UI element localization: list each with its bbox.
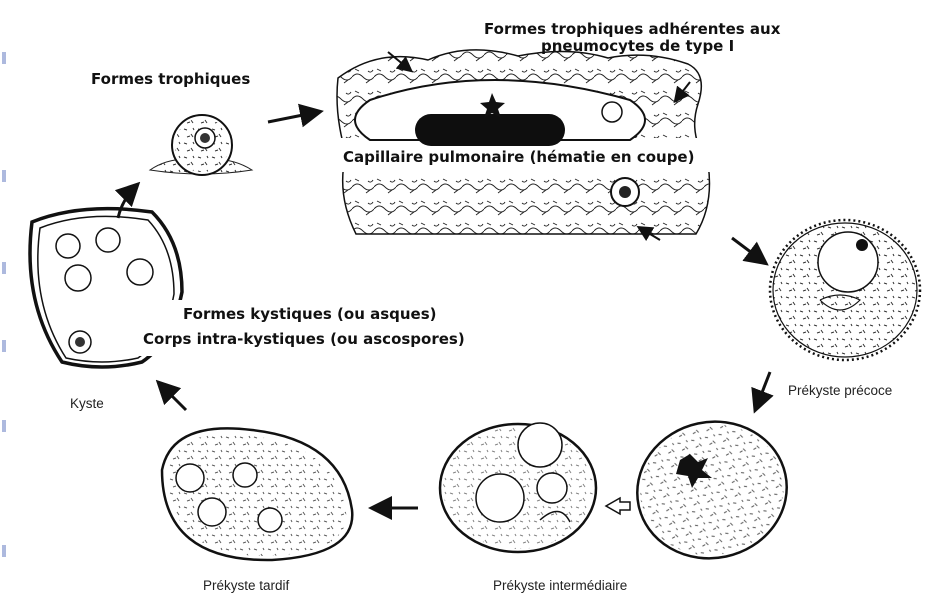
arrow-tissue-to-early: [732, 238, 764, 262]
label-early-precyst: Prékyste précoce: [788, 383, 892, 398]
late-precyst-cell: [162, 428, 352, 560]
early-precyst-cell: [770, 220, 920, 360]
arrow-trophic-to-tissue: [268, 112, 318, 122]
label-adherent-forms-line1: Formes trophiques adhérentes aux: [484, 20, 780, 38]
label-trophic-forms: Formes trophiques: [91, 70, 250, 88]
trophic-form-cell: [150, 115, 252, 175]
arrow-early-to-next: [756, 372, 770, 408]
label-late-precyst: Prékyste tardif: [203, 578, 289, 593]
arrow-late-to-cyst: [160, 384, 186, 410]
intermediate-precyst-cell: [440, 423, 596, 552]
label-cystic-forms: Formes kystiques (ou asques): [183, 305, 437, 323]
label-capillary: Capillaire pulmonaire (hématie en coupe): [343, 148, 694, 166]
lung-tissue-section: [337, 50, 730, 240]
arrow-open-to-intermediate: [606, 498, 630, 514]
label-cyst: Kyste: [70, 396, 104, 411]
label-intermediate-precyst: Prékyste intermédiaire: [493, 578, 627, 593]
label-adherent-forms-line2: pneumocytes de type I: [541, 37, 734, 55]
late-precyst-oval-right: [625, 408, 800, 572]
label-intracystic-bodies: Corps intra-kystiques (ou ascospores): [143, 330, 465, 348]
